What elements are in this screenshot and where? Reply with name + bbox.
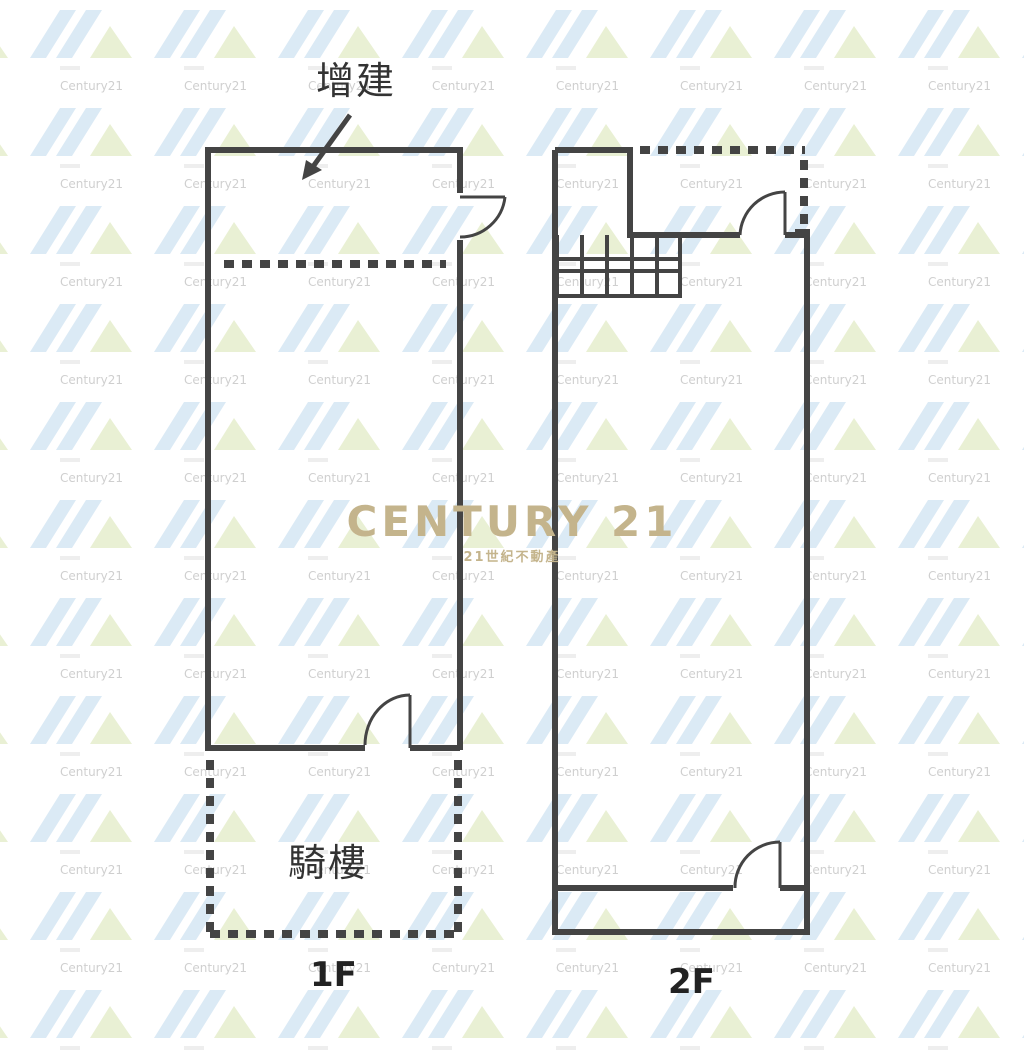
floor-2f-plan [552, 146, 810, 935]
floor-label-2f: 2F [668, 962, 715, 1002]
brand-subtitle: 21世紀不動產 [463, 550, 561, 565]
floor-label-1f: 1F [310, 955, 357, 995]
extension-label: 增建 [316, 59, 397, 103]
brand-watermark: CENTURY 21 [346, 497, 678, 546]
floor-1f-plan [205, 113, 507, 938]
arcade-label: 騎樓 [288, 841, 369, 885]
